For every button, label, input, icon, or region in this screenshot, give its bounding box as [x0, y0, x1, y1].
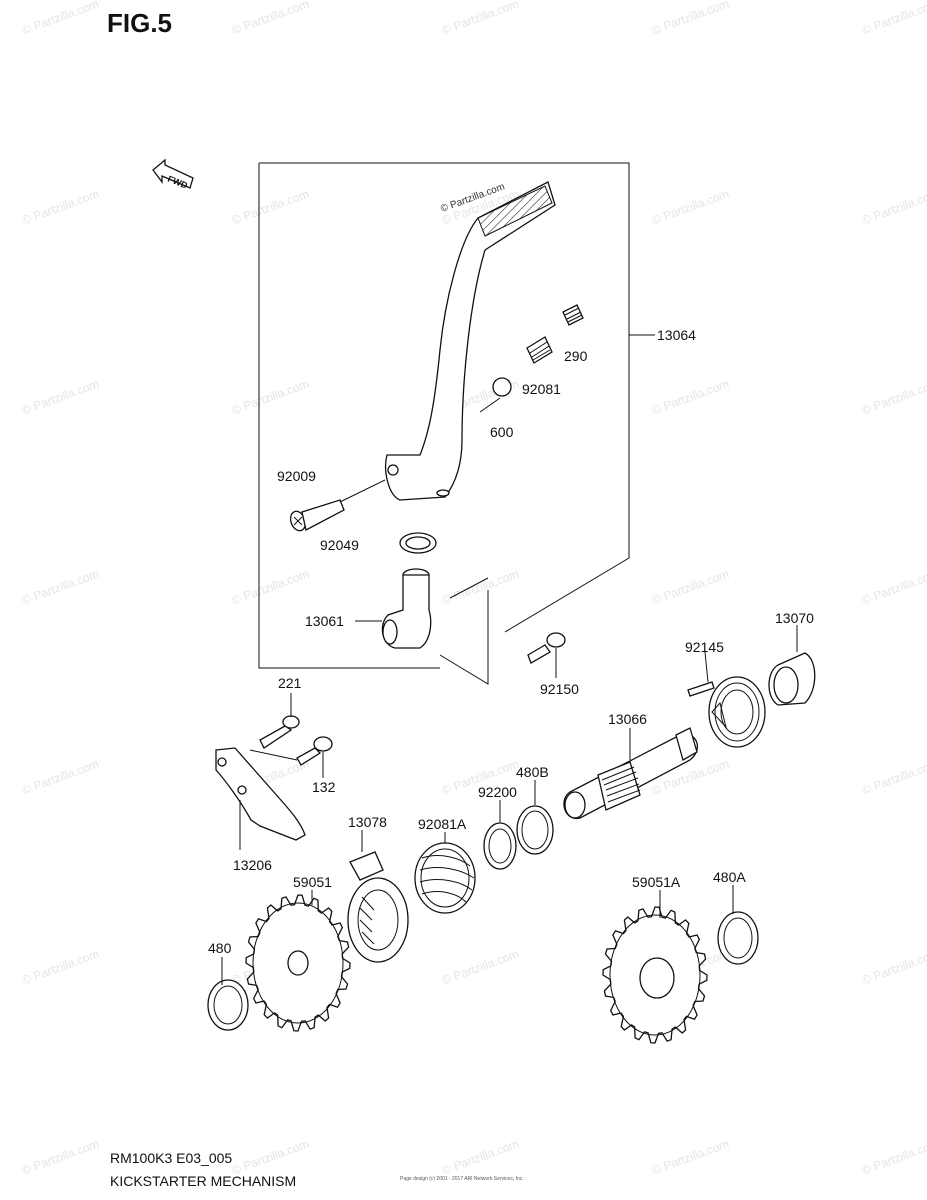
- ball-600: [492, 377, 512, 397]
- label-92145: 92145: [685, 639, 724, 655]
- ratchet-13078: [347, 830, 409, 963]
- label-13070: 13070: [775, 610, 814, 626]
- assembly-outline: [258, 162, 630, 685]
- spring-92145: [687, 651, 766, 748]
- washer-92049: [399, 532, 437, 554]
- lever-13061: [355, 568, 432, 649]
- collar-13070: [768, 625, 816, 706]
- footer-model-code: RM100K3 E03_005: [110, 1150, 233, 1166]
- label-59051A: 59051A: [632, 874, 681, 890]
- label-92200: 92200: [478, 784, 517, 800]
- shaft-13066: [563, 727, 699, 820]
- label-13061: 13061: [305, 613, 344, 629]
- label-92081A: 92081A: [418, 816, 467, 832]
- spring-92081A: [414, 832, 476, 914]
- bolt-92009: [289, 479, 386, 532]
- footer-diagram-title: KICKSTARTER MECHANISM: [110, 1173, 297, 1189]
- label-59051: 59051: [293, 874, 332, 890]
- plate-13206: [215, 747, 306, 850]
- fwd-arrow-icon: FWD: [152, 158, 194, 191]
- label-290: 290: [564, 348, 588, 364]
- bolt-92150: [527, 632, 566, 678]
- bolt-132: [249, 736, 333, 778]
- label-480A: 480A: [713, 869, 746, 885]
- gear-59051: [245, 890, 351, 1032]
- label-132: 132: [312, 779, 336, 795]
- spring-92081: [526, 336, 553, 364]
- label-13064: 13064: [657, 327, 696, 343]
- spring-290: [562, 304, 584, 326]
- circlip-480A: [717, 885, 759, 965]
- circlip-480B: [516, 780, 554, 855]
- kick-lever: [385, 181, 556, 501]
- label-13066: 13066: [608, 711, 647, 727]
- label-480B: 480B: [516, 764, 549, 780]
- label-92150: 92150: [540, 681, 579, 697]
- label-221: 221: [278, 675, 302, 691]
- label-13078: 13078: [348, 814, 387, 830]
- label-13206: 13206: [233, 857, 272, 873]
- gear-59051A: [602, 890, 708, 1044]
- circlip-480: [207, 957, 249, 1031]
- label-92009: 92009: [277, 468, 316, 484]
- label-600: 600: [490, 424, 514, 440]
- label-92081: 92081: [522, 381, 561, 397]
- label-480: 480: [208, 940, 232, 956]
- bolt-221: [259, 693, 300, 749]
- figure-title: FIG.5: [107, 8, 173, 38]
- label-92049: 92049: [320, 537, 359, 553]
- washer-92200: [483, 800, 517, 870]
- footer-fine-print: Page design (c) 2001 - 2017 ARI Network …: [400, 1176, 524, 1182]
